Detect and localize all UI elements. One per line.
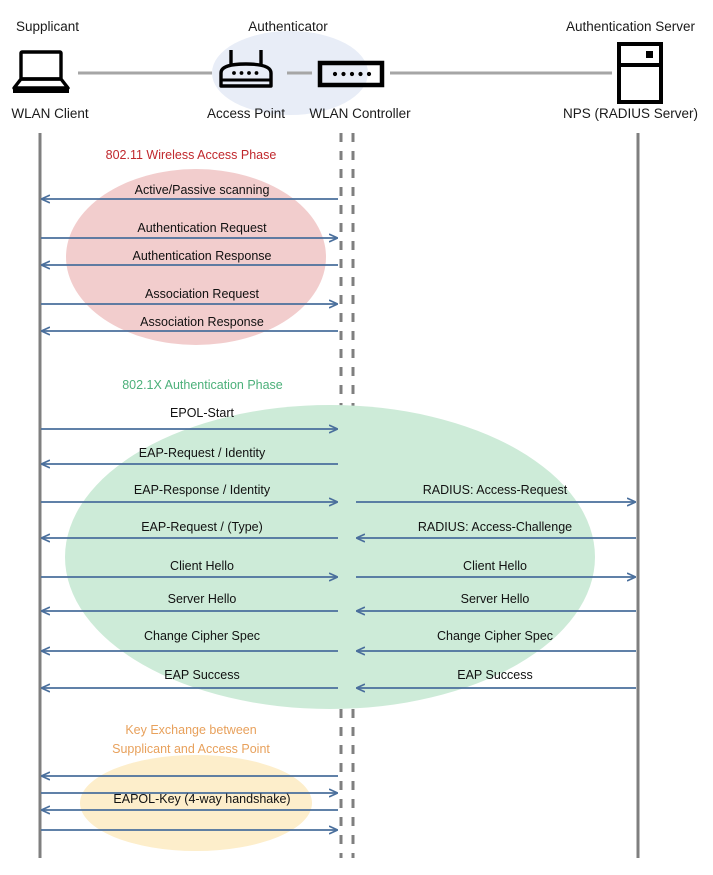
message-label: EAP-Request / Identity xyxy=(138,446,266,460)
message-label: Authentication Response xyxy=(132,249,272,263)
phase-messages-wireless-access xyxy=(41,199,338,331)
actor-device-wlan-client: WLAN Client xyxy=(11,106,89,121)
phase-title-wireless-access: 802.11 Wireless Access Phase xyxy=(105,148,277,162)
message-label: Active/Passive scanning xyxy=(134,183,270,197)
message-label: EAP Success xyxy=(457,668,533,682)
phase-ellipse-key-exchange xyxy=(80,755,312,851)
actor-device-wlan-controller: WLAN Controller xyxy=(309,106,411,121)
laptop-icon xyxy=(12,50,70,93)
message-label: EAPOL-Key (4-way handshake) xyxy=(113,792,291,806)
actor-role-authentication-server: Authentication Server xyxy=(565,19,696,34)
message-label: EPOL-Start xyxy=(170,406,234,420)
phase-title-key-exchange-line2: Supplicant and Access Point xyxy=(112,742,270,756)
message-label: Change Cipher Spec xyxy=(143,629,261,643)
phase-messages-key-exchange xyxy=(41,776,338,830)
message-label: Association Response xyxy=(140,315,264,329)
message-label: Association Request xyxy=(145,287,259,301)
message-label: RADIUS: Access-Request xyxy=(422,483,568,497)
message-label: Server Hello xyxy=(460,592,530,606)
phase-messages-dot1x-right xyxy=(356,502,636,688)
message-label: Authentication Request xyxy=(137,221,267,235)
phase-messages-dot1x-left xyxy=(41,429,338,688)
message-label: RADIUS: Access-Challenge xyxy=(417,520,573,534)
phase-ellipse-wireless-access xyxy=(66,169,326,345)
message-label: Client Hello xyxy=(170,559,234,573)
message-label: Server Hello xyxy=(167,592,237,606)
phase-title-dot1x-auth: 802.1X Authentication Phase xyxy=(122,378,283,392)
wireless-router-icon xyxy=(219,50,273,88)
actor-device-access-point: Access Point xyxy=(206,106,286,121)
actor-device-nps-radius-server: NPS (RADIUS Server) xyxy=(562,106,699,121)
phase-ellipse-dot1x-auth xyxy=(65,405,595,709)
actor-role-authenticator: Authenticator xyxy=(248,19,328,34)
message-label: EAP Success xyxy=(164,668,240,682)
message-label: EAP-Response / Identity xyxy=(133,483,271,497)
actor-role-supplicant: Supplicant xyxy=(15,19,80,34)
phase-title-key-exchange-line1: Key Exchange between xyxy=(125,723,257,737)
message-label: EAP-Request / (Type) xyxy=(141,520,263,534)
message-label: Client Hello xyxy=(463,559,527,573)
message-label: Change Cipher Spec xyxy=(436,629,554,643)
controller-box-icon xyxy=(317,60,385,88)
server-tower-icon xyxy=(617,42,663,104)
